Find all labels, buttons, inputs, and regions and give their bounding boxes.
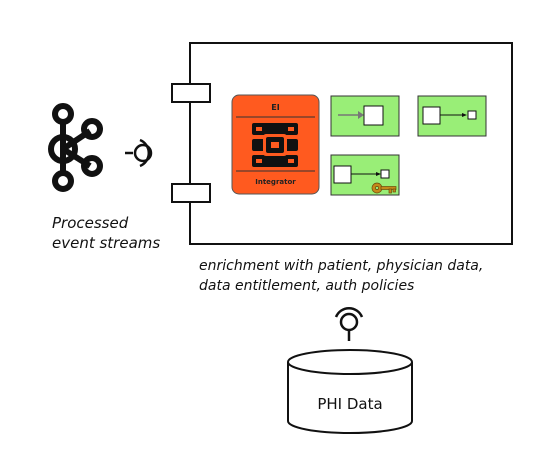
- component-caption-line2: data entitlement, auth policies: [199, 278, 414, 294]
- component-port-bottom: [171, 183, 211, 203]
- component-port-top: [171, 83, 211, 103]
- integrator-top-label: EI: [271, 103, 279, 112]
- component-caption-line1: enrichment with patient, physician data,: [199, 258, 483, 274]
- mediator-auth: [330, 154, 400, 196]
- integrator-bottom-label: Integrator: [255, 178, 296, 186]
- interface-socket-icon: [334, 307, 364, 341]
- key-icon: [371, 182, 397, 194]
- kafka-icon: [48, 103, 103, 192]
- interface-socket-icon: [125, 138, 153, 168]
- server-rack-icon: [252, 123, 298, 167]
- database-icon: [287, 349, 413, 434]
- phi-data-label: PHI Data: [317, 395, 382, 413]
- mediator-transform: [417, 95, 487, 137]
- streams-label-line1: Processed: [52, 214, 129, 232]
- mediator-enrich: [330, 95, 400, 137]
- integrator-block: EI Integrator: [231, 94, 320, 195]
- streams-label-line2: event streams: [52, 234, 160, 252]
